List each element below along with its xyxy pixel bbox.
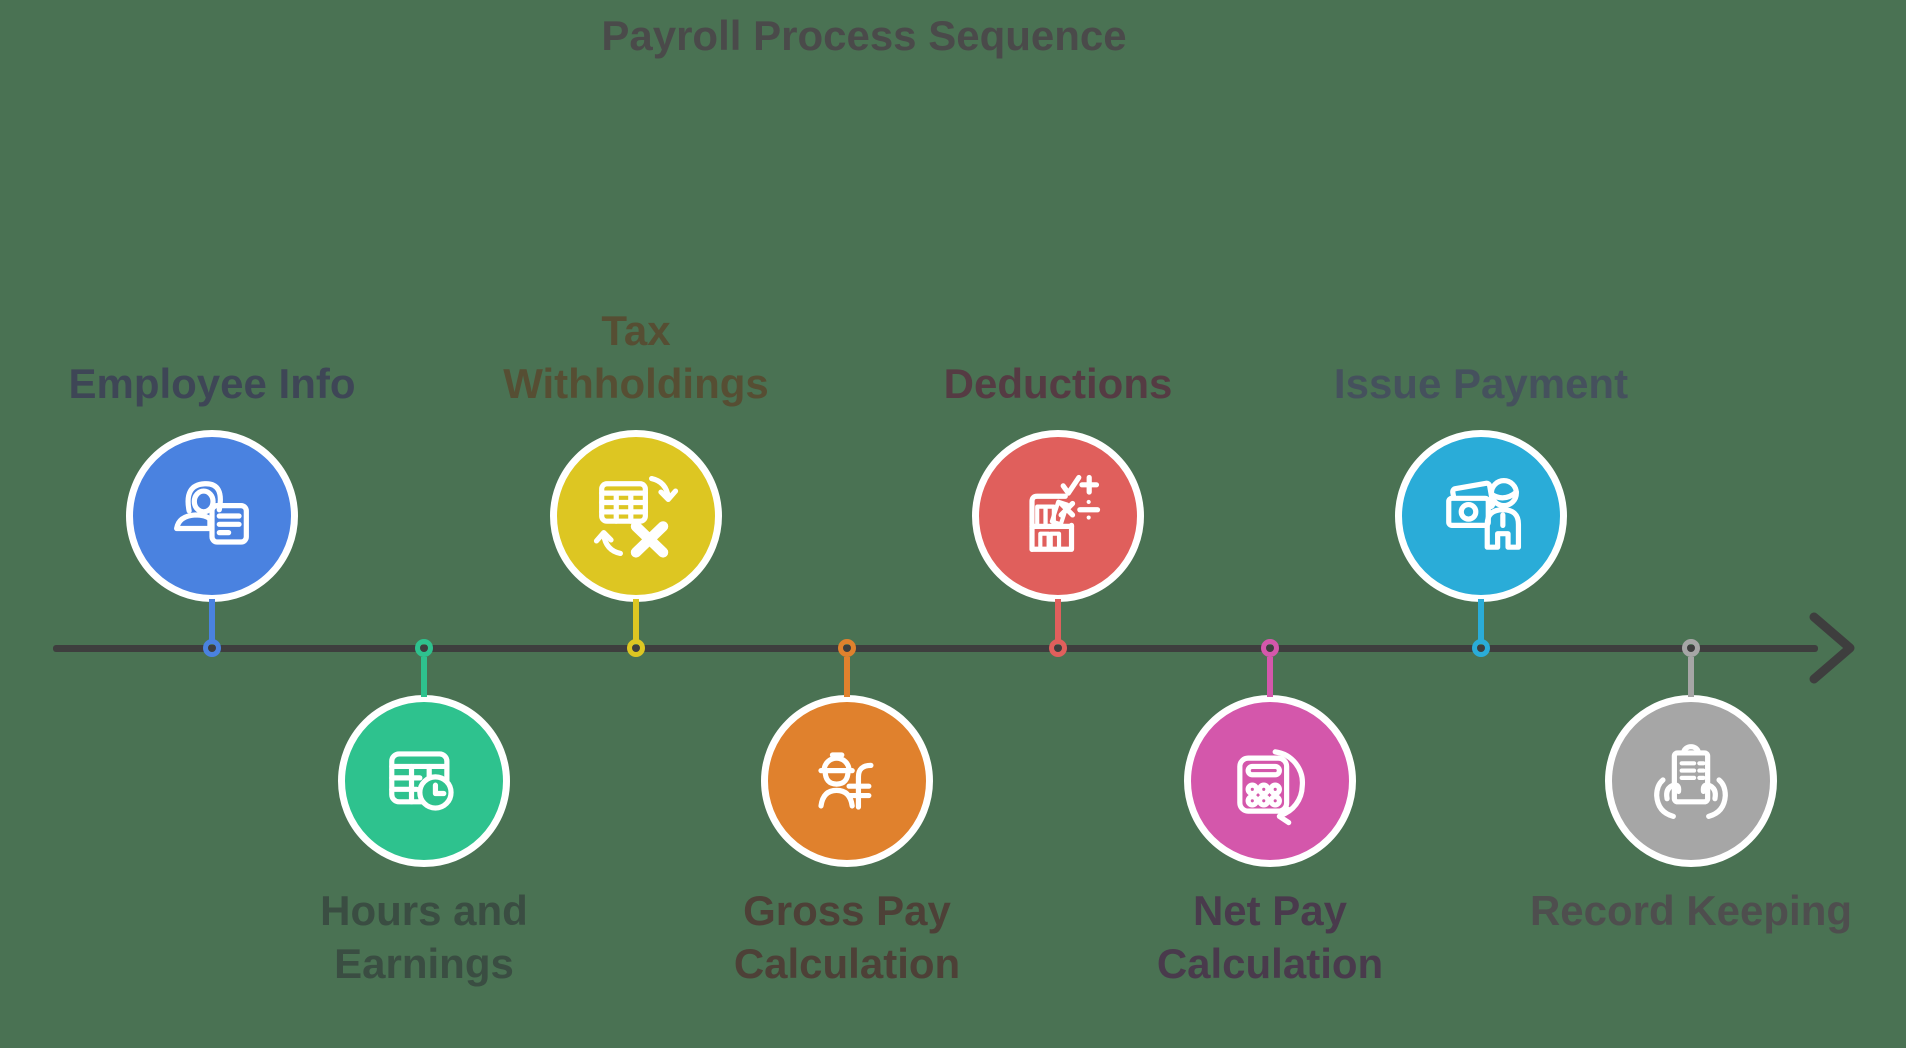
step-label: Tax Withholdings [441,304,831,410]
worker-currency-icon [818,752,874,810]
connector-stem [421,657,427,697]
connector-stem [844,657,850,697]
step-label-line: Earnings [334,940,514,987]
step-label-line: Tax [601,307,671,354]
person-document-icon [174,481,249,545]
timesheet-clock-icon [389,751,454,811]
step-label-line: Deductions [943,360,1173,407]
timeline-marker [415,639,433,657]
step-circle [126,430,298,602]
timeline-marker [1261,639,1279,657]
step-label: Hours and Earnings [229,884,619,990]
timeline-axis [53,645,1818,652]
timeline-arrowhead-icon [1809,612,1855,684]
step-circle [1184,695,1356,867]
step-label-line: Employee Info [68,360,356,407]
diagram-title: Payroll Process Sequence [601,12,1127,59]
connector-stem [209,599,215,640]
connector-stem [1267,657,1273,697]
step-label: Deductions [863,357,1253,410]
wallet-person-icon [1446,478,1522,550]
step-circle [761,695,933,867]
step-label-line: Calculation [1156,940,1384,987]
connector-stem [1055,599,1061,640]
timeline-marker [1472,639,1490,657]
step-circle [1605,695,1777,867]
connector-stem [633,599,639,640]
step-label-line: Record Keeping [1529,887,1853,934]
step-circle [550,430,722,602]
timeline-marker [1049,639,1067,657]
spreadsheet-multiply-icon [593,475,679,558]
step-circle [972,430,1144,602]
connector-stem [1688,657,1694,697]
clipboard-hands-icon [1654,744,1728,819]
step-circle [338,695,510,867]
step-label: Issue Payment [1286,357,1676,410]
step-label-line: Hours and [320,887,528,934]
step-label: Gross Pay Calculation [652,884,1042,990]
step-label-line: Issue Payment [1333,360,1629,407]
step-label-line: Gross Pay [743,887,951,934]
step-circle [1395,430,1567,602]
connector-stem [1478,599,1484,640]
timeline-marker [1682,639,1700,657]
step-label-line: Net Pay [1192,887,1348,934]
bookshelf-math-icon [1029,474,1101,552]
step-label: Net Pay Calculation [1075,884,1465,990]
step-label: Record Keeping [1496,884,1886,937]
step-label: Employee Info [17,357,407,410]
step-label-line: Calculation [733,940,961,987]
timeline-marker [838,639,856,657]
calculator-refresh-icon [1237,749,1306,826]
timeline-marker [627,639,645,657]
timeline-marker [203,639,221,657]
step-label-line: Withholdings [503,360,769,407]
